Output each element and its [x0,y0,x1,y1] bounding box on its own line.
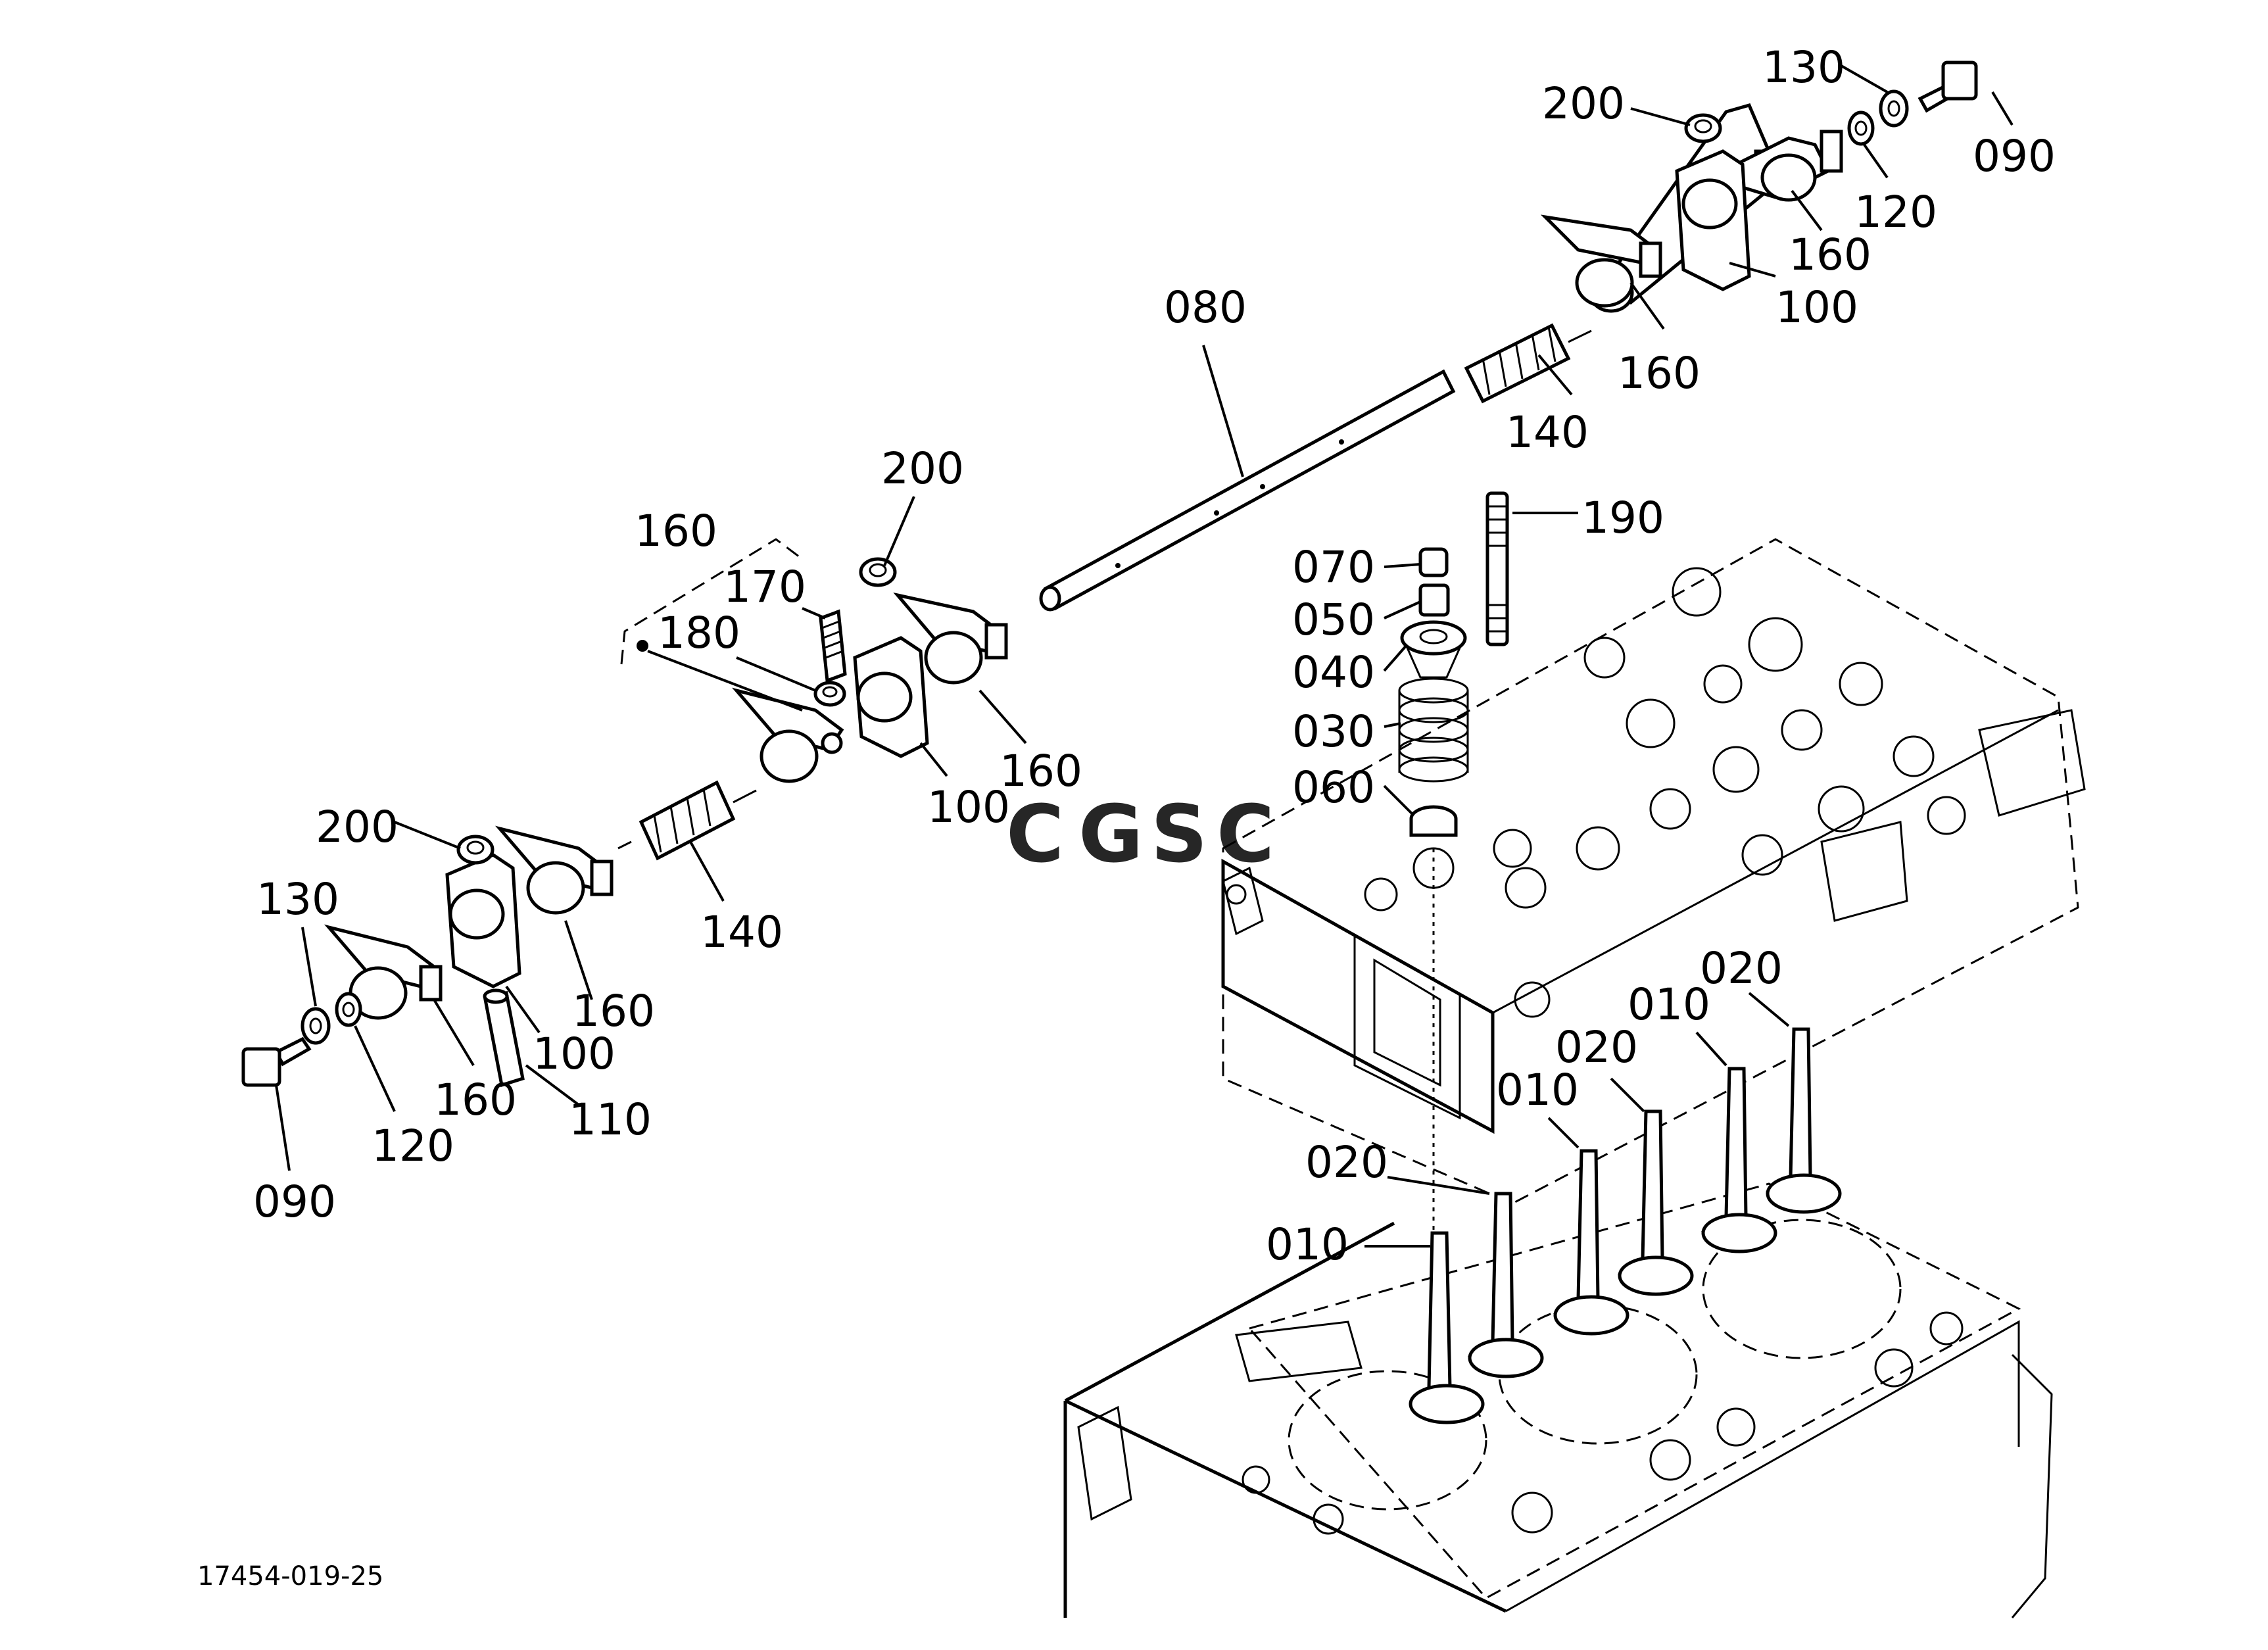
callout-110: 110 [569,1094,652,1145]
drawing-number: 17454-019-25 [197,1561,383,1591]
callout-070: 070 [1292,542,1375,593]
cylinder-bores [1288,1219,1902,1511]
valve-010-b [1553,1149,1629,1336]
washer-130-right [1879,89,1909,128]
callout-170: 170 [723,562,806,612]
callout-160: 160 [1789,230,1871,280]
nut-200-right [1684,113,1722,143]
nut-200-left [456,835,495,865]
valve-020-b [1617,1109,1694,1296]
callout-010: 010 [1496,1065,1579,1115]
rocker-bracket-left [445,853,521,988]
bolt-090-right [1918,61,1978,113]
collet-050 [1418,583,1450,617]
valve-stem-seal-060 [1409,805,1458,837]
callout-200: 200 [1542,78,1625,129]
spring-retainer-040 [1400,620,1467,679]
callout-090: 090 [1973,131,2056,182]
rocker-arm-left-b [324,924,443,1020]
callout-020: 020 [1555,1022,1638,1073]
washer-120-left [335,992,362,1027]
watermark-letter-c1: C [1006,789,1064,881]
callout-040: 040 [1292,647,1375,698]
callout-010: 010 [1628,979,1710,1030]
lock-nut-180 [813,681,846,707]
rocker-bracket-right [1675,149,1751,291]
callout-140: 140 [700,907,783,958]
callout-130: 130 [1762,42,1845,93]
cgsc-watermark: C G S C [1006,789,1274,881]
watermark-letter-g: G [1078,789,1144,881]
callout-080: 080 [1164,282,1247,333]
callout-120: 120 [1854,187,1937,237]
head-bolt-holes [1364,567,1966,1018]
washer-130-left [301,1007,331,1045]
callout-100: 100 [1775,282,1858,333]
callout-130: 130 [256,874,339,925]
rocker-bracket-mid [853,636,929,758]
callout-160: 160 [635,506,717,556]
callout-labels: 130 200 090 120 160 100 160 080 140 200 … [253,42,2056,1270]
callout-020: 020 [1305,1137,1388,1188]
valve-spring-030 [1398,677,1469,783]
callout-160: 160 [1618,348,1701,399]
valve-cap-070 [1418,547,1449,577]
pipe-110 [483,988,525,1088]
valve-020-c [1765,1027,1842,1214]
callout-120: 120 [372,1121,454,1171]
spring-140-left [617,780,757,861]
callout-100: 100 [533,1029,615,1079]
rocker-arm-mid-a [893,592,1008,685]
adjusting-screw-170 [819,609,847,683]
rocker-shaft [1039,369,1456,612]
callout-060: 060 [1292,762,1375,813]
callout-050: 050 [1292,594,1375,645]
rocker-arm-mid-b [731,687,844,783]
callout-190: 190 [1581,493,1664,543]
callout-030: 030 [1292,706,1375,757]
rocker-arm-right-c [1540,214,1662,308]
leader-lines [275,64,2014,1248]
bolt-090-left [241,1036,312,1087]
callout-090: 090 [253,1177,336,1227]
rocker-arm-left-a [495,825,614,915]
watermark-letter-s: S [1151,789,1207,881]
cylinder-head [1221,538,2086,1205]
callout-010: 010 [1266,1219,1349,1270]
nut-200-mid [859,557,897,587]
callout-160: 160 [434,1075,517,1125]
valve-010-c [1701,1067,1777,1253]
callout-160: 160 [572,986,655,1036]
callout-020: 020 [1700,943,1783,994]
callout-200: 200 [316,802,398,852]
callout-140: 140 [1506,407,1589,458]
stud-bolt-190 [1485,491,1509,646]
callout-180: 180 [658,608,740,658]
callout-160: 160 [1000,746,1082,796]
callout-200: 200 [881,443,964,494]
valve-010-a [1409,1231,1485,1424]
reference-dot [637,640,648,652]
watermark-letter-c2: C [1217,789,1274,881]
cylinder-block [1063,1182,2053,1618]
valve-020-a [1467,1192,1544,1378]
bracket-group-160 [620,538,803,665]
callout-100: 100 [927,782,1010,833]
washer-120-right [1847,110,1875,146]
spring-140-right [1464,323,1592,404]
